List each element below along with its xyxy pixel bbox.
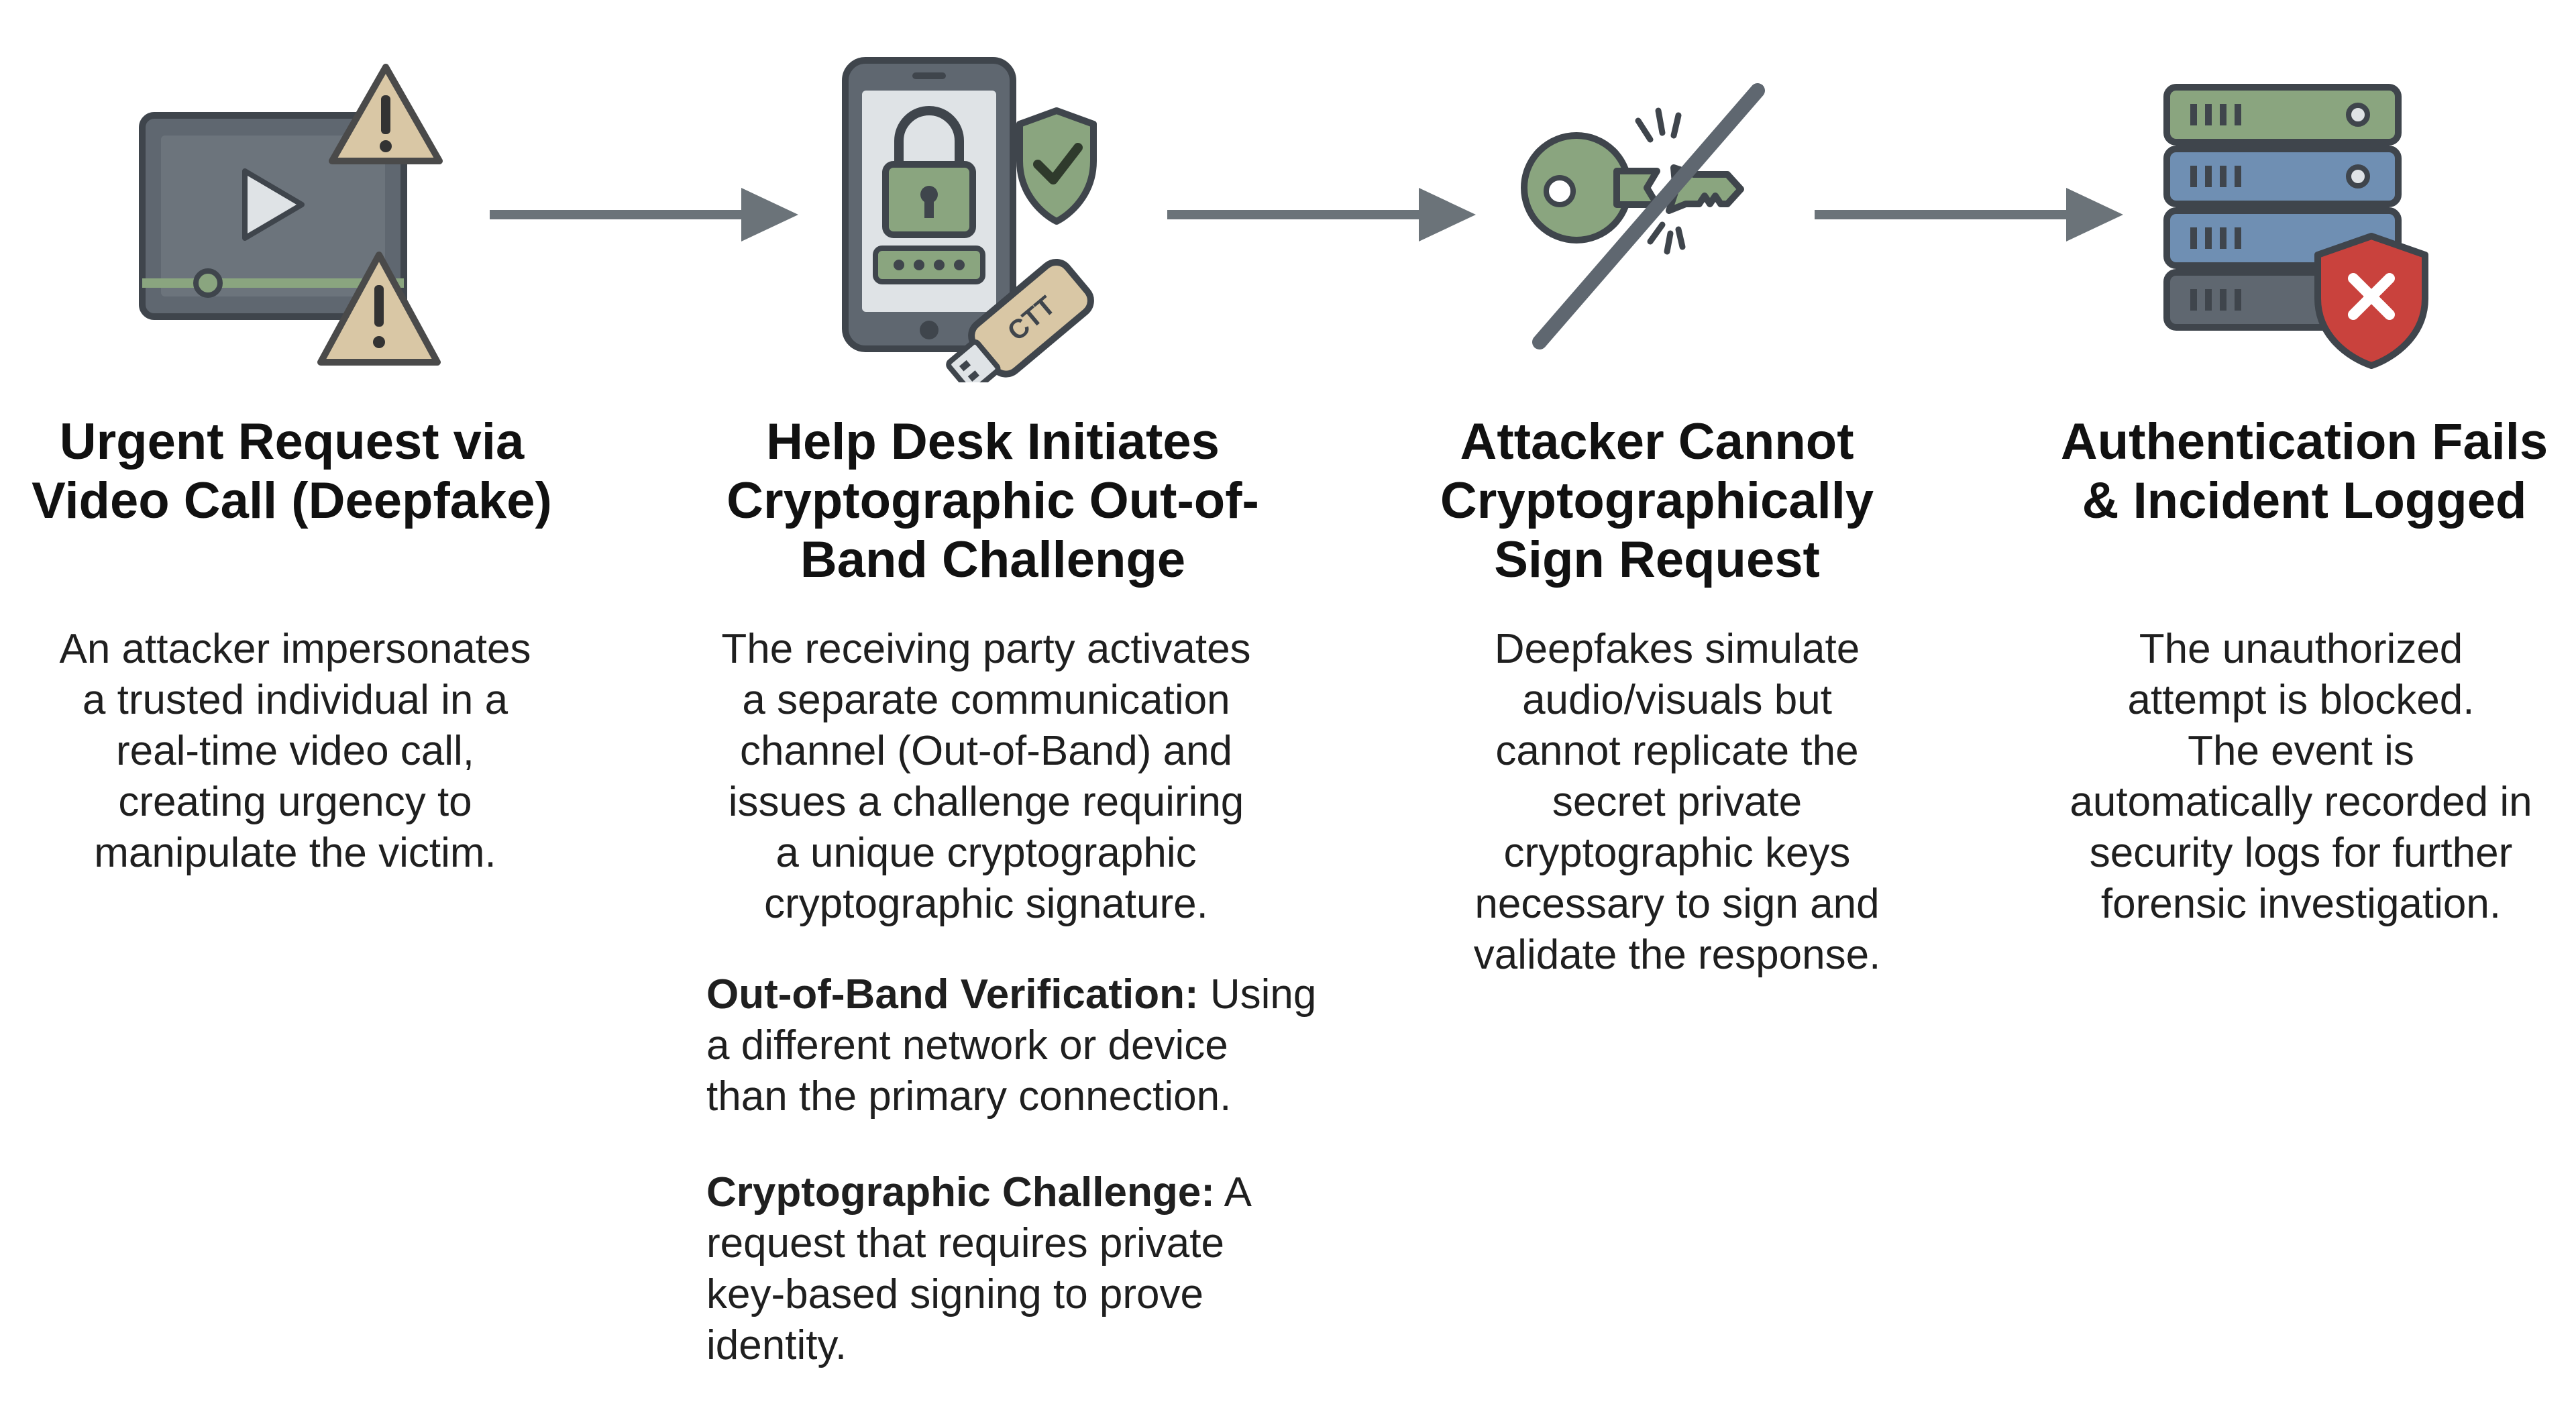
phone-lock-token-icon: CTT	[842, 57, 1097, 382]
definition-out-of-band: Out-of-Band Verification: Using a differ…	[706, 969, 1344, 1122]
step-3-description: Deepfakes simulate audio/visuals but can…	[1473, 626, 1881, 978]
arrow-right-icon	[1167, 188, 1476, 241]
video-call-warning-icon	[139, 64, 443, 366]
step-3-title: Attacker Cannot Cryptographically Sign R…	[1440, 413, 1874, 588]
step-4-description: The unauthorized attempt is blocked. The…	[2070, 626, 2532, 927]
step-2-description: The receiving party activates a separate…	[721, 626, 1251, 927]
arrow-right-icon	[490, 188, 798, 241]
server-denied-icon	[2163, 84, 2428, 369]
step-1-title: Urgent Request via Video Call (Deepfake)	[32, 413, 552, 529]
step-4-title: Authentication Fails & Incident Logged	[2060, 413, 2548, 529]
definition-text: Using a different network or device than…	[706, 971, 1317, 1120]
step-2-title: Help Desk Initiates Cryptographic Out-of…	[727, 413, 1259, 588]
definition-term: Out-of-Band Verification:	[706, 971, 1199, 1018]
arrow-right-icon	[1815, 188, 2123, 241]
definition-term: Cryptographic Challenge:	[706, 1169, 1215, 1215]
definition-text: A request that requires private key-base…	[706, 1169, 1252, 1368]
definition-cryptographic-challenge: Cryptographic Challenge: A request that …	[706, 1167, 1344, 1371]
step-1-description: An attacker impersonates a trusted indiv…	[59, 626, 531, 876]
broken-key-icon	[1521, 83, 1765, 349]
